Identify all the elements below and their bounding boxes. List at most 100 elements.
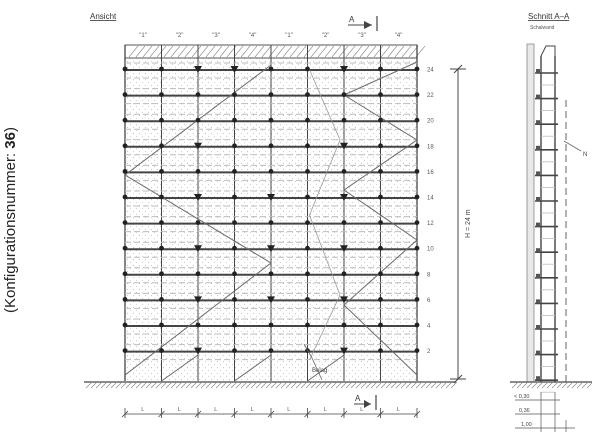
anchor-marker	[194, 347, 202, 355]
node-marker	[341, 220, 347, 226]
bay-label: L	[251, 407, 254, 413]
column-label: "1"	[139, 33, 147, 39]
node-marker	[414, 348, 420, 353]
level-label: 16	[427, 170, 434, 176]
node-marker	[305, 271, 310, 277]
level-label: 18	[427, 144, 434, 150]
node-marker	[122, 143, 128, 149]
column-label: "3"	[358, 33, 366, 39]
section-subtitle: Schalwand	[530, 25, 555, 31]
node-marker	[159, 271, 164, 277]
node-marker	[195, 220, 201, 226]
column-label: "1"	[285, 33, 293, 39]
bay-label: L	[141, 407, 144, 413]
elevation-title: Ansicht	[90, 12, 117, 21]
height-label: H = 24 m	[465, 209, 472, 238]
node-marker	[414, 169, 420, 174]
node-marker	[232, 245, 237, 251]
ground-brace-1	[234, 354, 272, 382]
level-label: 12	[427, 221, 434, 227]
elevation-view: Ansicht A A "1""2""3""4""1""2""3""4" 242…	[84, 12, 472, 418]
node-marker	[378, 271, 383, 277]
node-marker	[378, 194, 383, 200]
node-marker	[159, 92, 164, 97]
node-marker	[232, 297, 237, 302]
node-marker	[195, 92, 201, 97]
bay-label: L	[360, 407, 363, 413]
level-label: 14	[427, 196, 434, 202]
node-marker	[268, 169, 274, 174]
node-marker	[232, 169, 237, 174]
node-marker	[414, 271, 420, 277]
node-marker	[122, 169, 128, 174]
node-marker	[159, 348, 164, 353]
diagonal-inner	[307, 64, 341, 361]
node-marker	[341, 117, 347, 123]
level-label: 10	[427, 247, 434, 253]
node-marker	[414, 245, 420, 251]
node-marker	[122, 245, 128, 251]
anchor-marker	[340, 194, 348, 201]
node-marker	[232, 271, 237, 277]
node-marker	[195, 117, 201, 123]
section-title: Schnitt A–A	[528, 12, 570, 21]
node-marker	[122, 92, 128, 97]
node-marker	[378, 245, 383, 251]
node-marker	[195, 322, 201, 328]
node-marker	[122, 117, 128, 123]
node-marker	[122, 322, 128, 328]
node-marker	[232, 117, 237, 123]
node-marker	[378, 322, 383, 328]
anchor-marker	[230, 66, 239, 73]
node-marker	[305, 322, 310, 328]
level-label: 4	[427, 324, 431, 330]
level-label: 8	[427, 272, 431, 278]
node-marker	[268, 92, 274, 97]
ground-brace-0	[161, 354, 199, 382]
anchor-marker	[194, 142, 202, 150]
node-marker	[378, 348, 383, 353]
anchor-marker	[340, 66, 348, 73]
ground	[84, 381, 458, 389]
node-marker	[378, 220, 383, 226]
svg-text:A: A	[355, 394, 361, 403]
anchor-marker	[194, 66, 202, 73]
column-label: "2"	[176, 33, 184, 39]
anchor-marker	[340, 142, 348, 150]
dim-offset: < 0,30	[514, 394, 529, 400]
node-marker	[159, 66, 164, 72]
node-marker	[159, 322, 164, 328]
anchor-marker	[340, 245, 348, 253]
node-marker	[159, 143, 164, 149]
node-marker	[159, 194, 164, 200]
node-marker	[414, 117, 420, 123]
formwork-wall	[526, 43, 535, 383]
node-marker	[305, 66, 310, 72]
belag-annotation: Belag	[303, 343, 327, 381]
column-label: "4"	[249, 33, 257, 39]
node-marker	[378, 117, 383, 123]
bay-label: L	[287, 407, 290, 413]
node-marker	[122, 271, 128, 277]
column-label: "2"	[322, 33, 330, 39]
level-label: 20	[427, 119, 434, 125]
node-marker	[268, 271, 274, 277]
dim-total: 1,00	[521, 422, 532, 428]
node-marker	[414, 220, 420, 226]
bay-label: L	[324, 407, 327, 413]
node-marker	[414, 92, 420, 97]
node-marker	[305, 117, 310, 123]
section-top	[540, 45, 556, 57]
node-marker	[159, 297, 164, 302]
anchor-marker	[340, 347, 348, 355]
bay-label: L	[178, 407, 181, 413]
anchor-marker	[194, 194, 202, 201]
bay-label: L	[397, 407, 400, 413]
node-marker	[305, 297, 310, 302]
section-marker-bottom: A	[354, 394, 377, 410]
node-marker	[232, 143, 237, 149]
node-marker	[378, 297, 383, 302]
node-marker	[268, 117, 274, 123]
section-dimensions: < 0,30 0,36 1,00	[514, 392, 575, 432]
